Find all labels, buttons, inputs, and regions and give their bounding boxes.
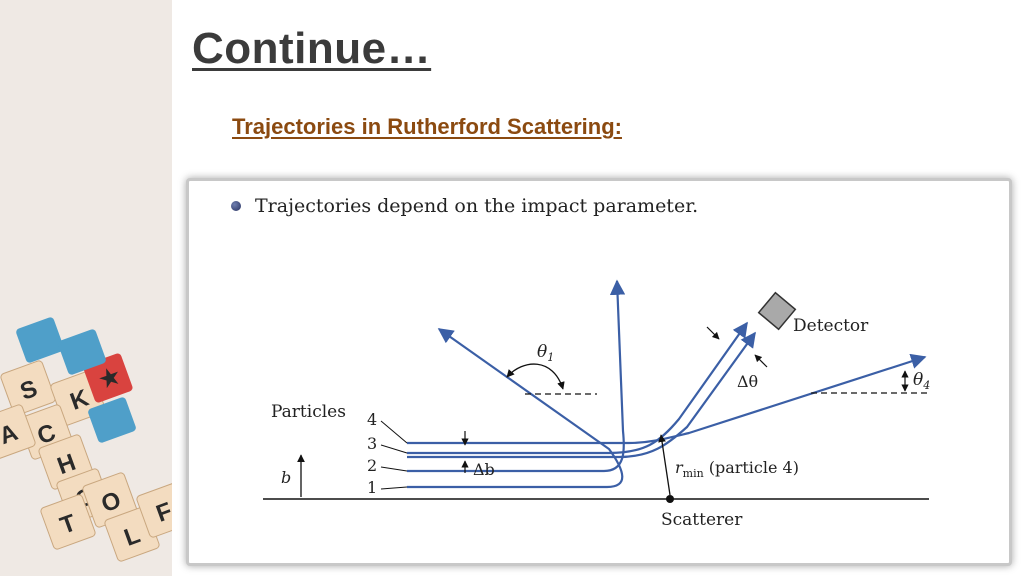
- scatterer-dot: [666, 495, 674, 503]
- scrabble-tiles-image: S K ★ C A H O T O L: [0, 317, 172, 562]
- detector-icon: [757, 291, 797, 331]
- rutherford-diagram: b Particles 4 3 2 1 θ1 θ4: [263, 279, 930, 530]
- delta-theta-label: Δθ: [737, 372, 758, 391]
- rmin-arrow: [658, 434, 671, 496]
- scatterer-label: Scatterer: [661, 510, 743, 530]
- particle-number-3: 3: [367, 434, 377, 453]
- trajectory-particle-1: [407, 328, 624, 489]
- rmin-label: rmin(particle 4): [675, 458, 799, 480]
- slide-subtitle: Trajectories in Rutherford Scattering:: [232, 114, 622, 139]
- bullet-item: Trajectories depend on the impact parame…: [231, 195, 698, 217]
- b-label: b: [281, 468, 291, 487]
- leader-line: [380, 486, 408, 490]
- particle-number-1: 1: [367, 478, 377, 497]
- theta4-label: θ4: [913, 370, 930, 392]
- detector-label: Detector: [793, 316, 869, 336]
- bullet-text: Trajectories depend on the impact parame…: [255, 195, 699, 217]
- slide-title: Continue…: [192, 24, 432, 73]
- trajectory-particle-2: [407, 279, 626, 473]
- particle-number-2: 2: [367, 456, 377, 475]
- delta-theta-marker-2: [754, 354, 768, 368]
- delta-b-label: Δb: [473, 460, 495, 479]
- delta-theta-marker-1: [706, 326, 720, 340]
- trajectory-particle-4: [407, 353, 927, 445]
- trajectory-particle-3: [407, 321, 748, 455]
- leader-line: [380, 420, 408, 444]
- leader-line: [380, 466, 408, 472]
- theta1-arc: [506, 363, 565, 390]
- trajectory-particle-3b: [407, 331, 756, 459]
- particle-number-4: 4: [367, 410, 377, 429]
- particles-label: Particles: [271, 402, 346, 422]
- figure-panel: Trajectories depend on the impact parame…: [186, 178, 1012, 566]
- leader-line: [380, 444, 408, 454]
- theta1-label: θ1: [537, 342, 554, 364]
- bullet-icon: [231, 201, 241, 211]
